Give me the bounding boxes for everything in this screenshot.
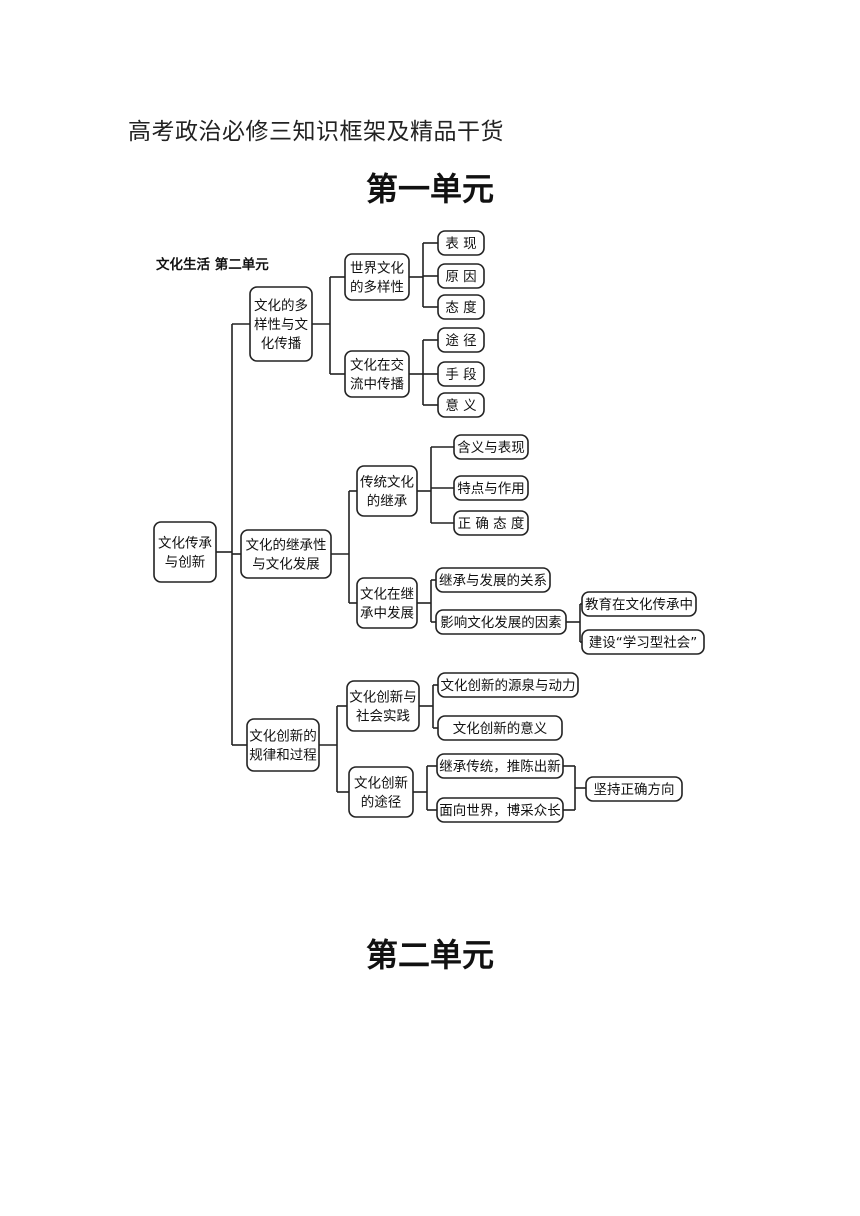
item-node-text: 影响文化发展的因素 bbox=[440, 615, 562, 631]
topic-node-text: 世界文化 bbox=[350, 261, 404, 277]
topic-node-text: 的途径 bbox=[361, 794, 402, 811]
root-node-text: 与创新 bbox=[165, 555, 206, 571]
document-title: 高考政治必修三知识框架及精品干货 bbox=[128, 119, 504, 145]
subitem-node: 建设“学习型社会” bbox=[581, 629, 705, 655]
item-node: 面向世界，博采众长 bbox=[436, 797, 564, 823]
item-node-text: 态 度 bbox=[445, 300, 476, 316]
topic-node-text: 文化创新与 bbox=[349, 690, 417, 706]
topic-node-text: 的继承 bbox=[367, 494, 408, 510]
topic-node-text: 流中传播 bbox=[350, 377, 404, 393]
topic-node-text: 文化在继 bbox=[360, 587, 414, 603]
topic-node-text: 文化创新 bbox=[354, 776, 408, 792]
subitem-node-text: 教育在文化传承中 bbox=[585, 597, 693, 613]
branch-node-text: 文化创新的 bbox=[249, 729, 317, 745]
branch-node-text: 文化的继承性 bbox=[246, 538, 327, 554]
item-node: 含义与表现 bbox=[453, 434, 529, 460]
conclusion-node: 坚持正确方向 bbox=[585, 776, 683, 802]
item-node-text: 特点与作用 bbox=[457, 481, 525, 497]
conclusion-node-text: 坚持正确方向 bbox=[594, 782, 675, 798]
item-node: 影响文化发展的因素 bbox=[435, 609, 567, 635]
item-node-text: 含义与表现 bbox=[457, 440, 525, 456]
item-node: 文化创新的源泉与动力 bbox=[437, 672, 579, 698]
item-node: 途 径 bbox=[437, 327, 485, 353]
item-node-text: 继承传统，推陈出新 bbox=[439, 758, 561, 775]
branch-node-text: 化传播 bbox=[261, 336, 302, 352]
subitem-node-text: 建设“学习型社会” bbox=[589, 635, 698, 651]
branch-node-text: 与文化发展 bbox=[252, 557, 320, 573]
branch-node-text: 规律和过程 bbox=[249, 748, 317, 764]
item-node-text: 继承与发展的关系 bbox=[439, 573, 547, 589]
item-node: 文化创新的意义 bbox=[437, 715, 563, 741]
item-node-text: 正 确 态 度 bbox=[458, 516, 525, 532]
item-node-text: 文化创新的意义 bbox=[453, 720, 548, 737]
item-node-text: 原 因 bbox=[445, 269, 476, 285]
item-node: 态 度 bbox=[437, 294, 485, 320]
unit-2-heading: 第二单元 bbox=[365, 936, 494, 974]
item-node: 表 现 bbox=[437, 230, 485, 256]
item-node: 原 因 bbox=[437, 263, 485, 289]
topic-node-text: 社会实践 bbox=[356, 709, 410, 725]
topic-node-text: 承中发展 bbox=[360, 606, 414, 622]
item-node-text: 手 段 bbox=[445, 367, 476, 383]
branch-node-text: 样性与文 bbox=[254, 317, 308, 333]
subitem-node: 教育在文化传承中 bbox=[581, 591, 697, 617]
mindmap-caption: 文化生活 第二单元 bbox=[156, 256, 269, 273]
item-node: 继承传统，推陈出新 bbox=[436, 753, 564, 779]
item-node-text: 途 径 bbox=[445, 332, 476, 349]
item-node-text: 文化创新的源泉与动力 bbox=[441, 677, 576, 694]
topic-node-text: 文化在交 bbox=[350, 357, 404, 374]
item-node: 手 段 bbox=[437, 361, 485, 387]
item-node-text: 面向世界，博采众长 bbox=[439, 802, 561, 819]
item-node-text: 表 现 bbox=[445, 236, 476, 252]
item-node-text: 意 义 bbox=[445, 397, 476, 414]
item-node: 继承与发展的关系 bbox=[435, 567, 551, 593]
unit-1-heading: 第一单元 bbox=[365, 170, 494, 208]
item-node: 特点与作用 bbox=[453, 475, 529, 501]
item-node: 意 义 bbox=[437, 392, 485, 418]
branch-node-text: 文化的多 bbox=[254, 297, 308, 314]
root-node-text: 文化传承 bbox=[158, 536, 212, 552]
topic-node-text: 的多样性 bbox=[350, 279, 404, 296]
topic-node-text: 传统文化 bbox=[360, 475, 414, 491]
item-node: 正 确 态 度 bbox=[453, 510, 529, 536]
